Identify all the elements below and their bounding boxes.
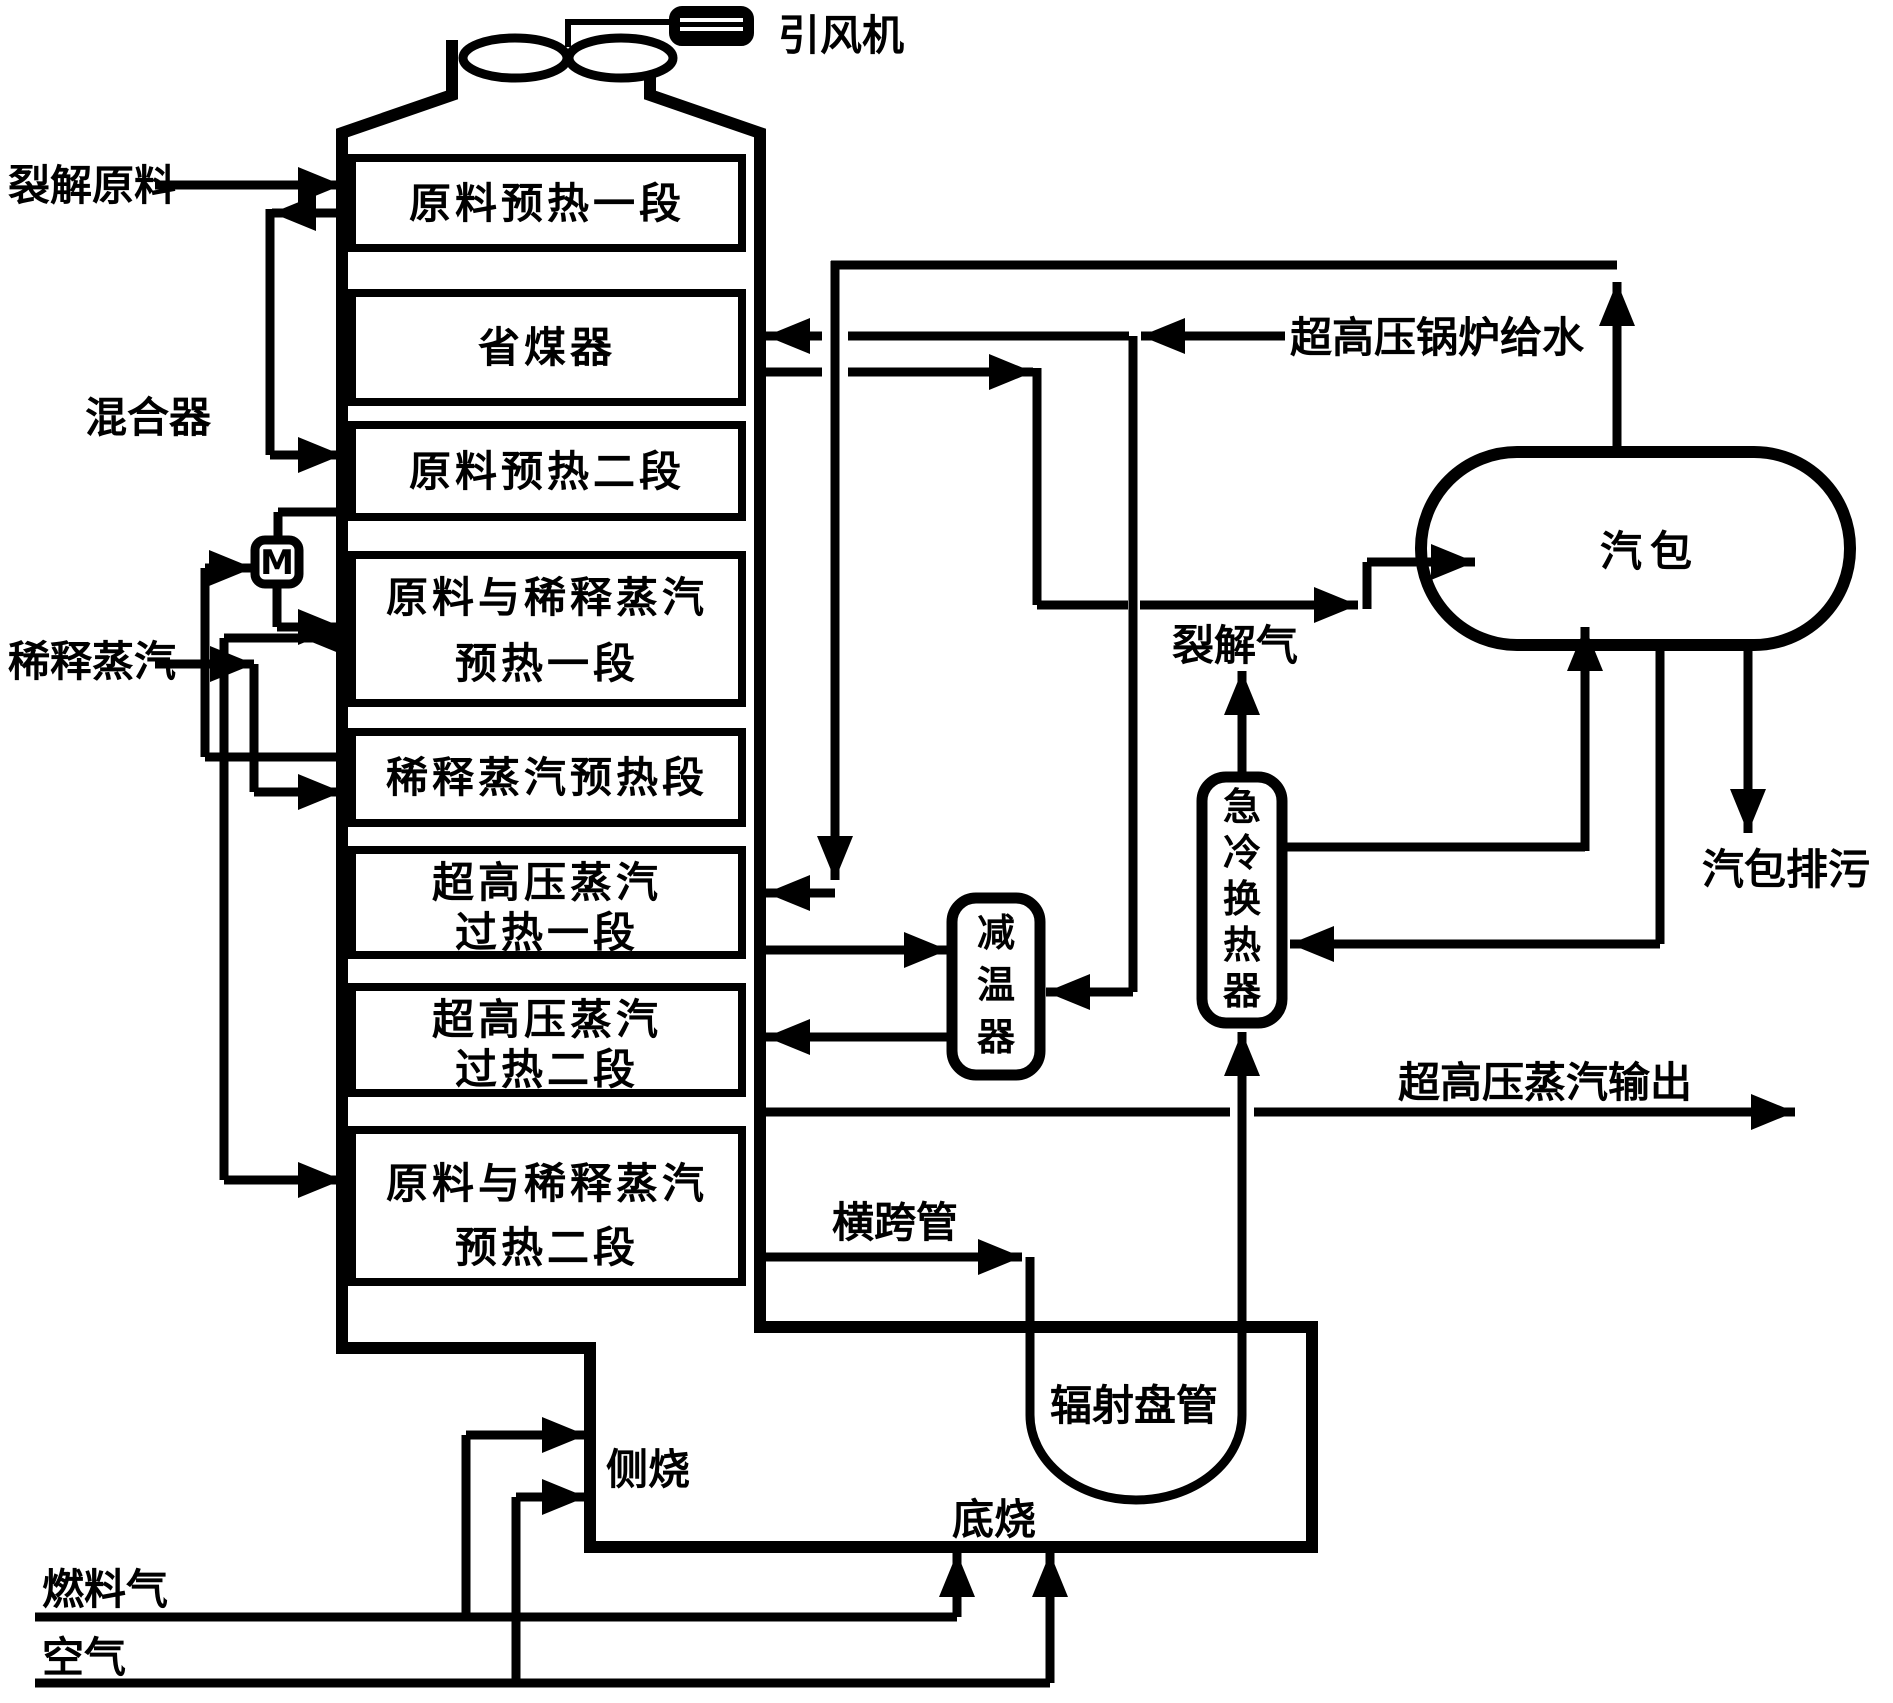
- svg-text:预热二段: 预热二段: [455, 1223, 639, 1272]
- radiant-coil-label: 辐射盘管: [1050, 1381, 1218, 1430]
- air-label: 空气: [42, 1633, 126, 1682]
- side-burn-label: 侧烧: [606, 1445, 690, 1494]
- svg-text:器: 器: [977, 1015, 1016, 1059]
- mixer-m-label: M: [260, 543, 294, 583]
- svg-text:过热二段: 过热二段: [455, 1045, 639, 1094]
- svg-text:换: 换: [1223, 877, 1261, 921]
- fan-label: 引风机: [778, 11, 904, 60]
- mixer-label: 混合器: [85, 393, 212, 442]
- bfw-label: 超高压锅炉给水: [1290, 313, 1585, 362]
- svg-text:热: 热: [1223, 923, 1261, 967]
- shp-output-label: 超高压蒸汽输出: [1398, 1058, 1692, 1107]
- crossover-label: 横跨管: [832, 1198, 958, 1247]
- coil-box-feed-dilution-preheat-1: 原料与稀释蒸汽 预热一段: [348, 551, 746, 707]
- svg-text:器: 器: [1223, 969, 1262, 1013]
- coil-box-shp-superheat-2: 超高压蒸汽 过热二段: [348, 983, 746, 1097]
- svg-text:原料预热一段: 原料预热一段: [409, 179, 685, 228]
- desuperheater: 减 温 器: [946, 892, 1046, 1081]
- svg-text:原料与稀释蒸汽: 原料与稀释蒸汽: [386, 573, 708, 622]
- mixer-symbol: [250, 535, 304, 589]
- svg-text:冷: 冷: [1223, 831, 1261, 875]
- svg-text:减: 减: [977, 911, 1015, 955]
- quench-exchanger: 急 冷 换 热 器: [1196, 771, 1288, 1029]
- svg-text:原料与稀释蒸汽: 原料与稀释蒸汽: [386, 1159, 708, 1208]
- svg-text:过热一段: 过热一段: [455, 908, 639, 957]
- steam-drum-label: 汽包: [1600, 527, 1700, 576]
- coil-box-shp-superheat-1: 超高压蒸汽 过热一段: [348, 846, 746, 959]
- coil-box-feed-dilution-preheat-2: 原料与稀释蒸汽 预热二段: [348, 1126, 746, 1286]
- furnace-wall-outline: [336, 40, 1318, 1553]
- svg-text:稀释蒸汽预热段: 稀释蒸汽预热段: [386, 753, 708, 802]
- feed-label: 裂解原料: [8, 161, 176, 210]
- cracked-gas-label: 裂解气: [1172, 621, 1298, 670]
- coil-box-economizer: 省煤器: [348, 289, 746, 406]
- svg-text:温: 温: [977, 963, 1015, 1007]
- radiant-coil-line: [1025, 1032, 1260, 1505]
- fuel-gas-label: 燃料气: [42, 1565, 168, 1614]
- blowdown-label: 汽包排污: [1702, 845, 1870, 894]
- coil-box-feed-preheat-1: 原料预热一段: [348, 154, 746, 252]
- induced-draft-fan-icon: [458, 6, 754, 83]
- svg-text:原料预热二段: 原料预热二段: [409, 447, 685, 496]
- svg-text:超高压蒸汽: 超高压蒸汽: [432, 858, 662, 907]
- svg-text:预热一段: 预热一段: [455, 639, 639, 688]
- bottom-burn-label: 底烧: [952, 1495, 1036, 1544]
- svg-text:省煤器: 省煤器: [478, 323, 616, 372]
- coil-box-feed-preheat-2: 原料预热二段: [348, 421, 746, 521]
- coil4-to-coil8-line: [219, 633, 306, 1180]
- svg-text:超高压蒸汽: 超高压蒸汽: [432, 995, 662, 1044]
- economizer-downcomer: [1032, 368, 1128, 610]
- coil3-outlet-line: [273, 507, 342, 540]
- coil-box-dilution-steam-preheat: 稀释蒸汽预热段: [348, 728, 746, 827]
- steam-drum: [1415, 446, 1856, 651]
- dilution-steam-label: 稀释蒸汽: [8, 637, 176, 686]
- svg-text:急: 急: [1223, 785, 1261, 829]
